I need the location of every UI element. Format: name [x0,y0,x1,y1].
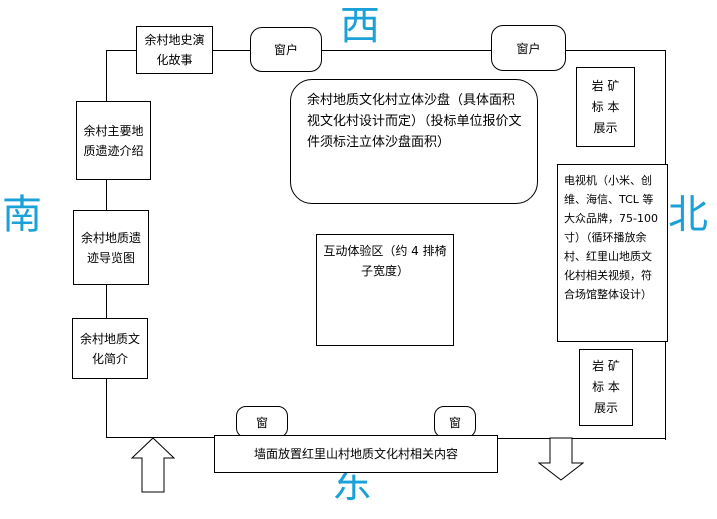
rock-specimen-bottom-box: 岩 矿 标 本 展示 [579,349,633,426]
wall-content-box: 墙面放置红里山村地质文化村相关内容 [214,435,498,473]
wall-top-line [106,50,666,51]
rock-specimen-top-box: 岩 矿 标 本 展示 [576,67,635,147]
history-story-box: 余村地史演化故事 [136,26,213,74]
sandtable-text: 余村地质文化村立体沙盘（具体面积视文化村设计而定）（投标单位报价文件须标注立体沙… [307,93,522,150]
window-top-left: 窗户 [250,27,322,72]
window-bottom-right: 窗 [434,406,476,438]
direction-south: 南 [2,192,42,238]
window-top-right: 窗户 [491,25,566,71]
wall-bottom-right-line [497,438,666,439]
culture-intro-box: 余村地质文化简介 [72,318,148,379]
main-sites-box: 余村主要地质遗迹介绍 [76,101,151,180]
tv-box: 电视机（小米、创维、海信、TCL 等大众品牌，75-100 寸）（循环播放余村、… [557,164,668,342]
guide-map-box: 余村地质遗迹导览图 [73,210,149,285]
direction-west: 西 [340,3,380,49]
arrow-up-icon [131,437,175,493]
wall-bottom-left-line [106,437,216,438]
direction-north: 北 [668,192,708,238]
arrow-down-icon [538,437,584,481]
window-bottom-left: 窗 [236,406,288,438]
sandtable-box: 余村地质文化村立体沙盘（具体面积视文化村设计而定）（投标单位报价文件须标注立体沙… [290,79,538,204]
interactive-area-box: 互动体验区（约 4 排椅子宽度） [316,234,454,346]
